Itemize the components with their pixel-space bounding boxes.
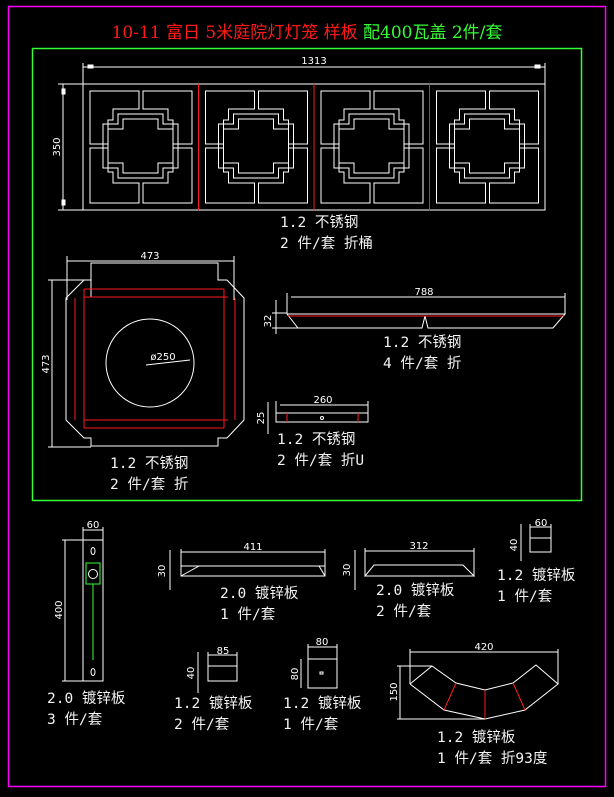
center-hole [105,318,195,408]
trap312-label: 2.0 镀锌板 2 件/套 [376,581,454,623]
dim-strip-height: 32 [263,315,274,328]
trap411-label: 2.0 镀锌板 1 件/套 [220,584,298,626]
strip-label: 1.2 不锈钢 4 件/套 折 [383,333,461,375]
dim-panel-height: 350 [52,137,63,156]
dim-bracket-height: 400 [54,600,65,619]
panel-label: 1.2 不锈钢 2 件/套 折桶 [280,213,373,255]
panel-qty: 2 件/套 折桶 [280,236,373,252]
ustrip-label: 1.2 不锈钢 2 件/套 折U [277,430,364,472]
dim-cap-height: 473 [41,354,52,373]
dim-trap411-width: 411 [243,542,262,553]
trap312-material: 2.0 镀锌板 [376,583,455,599]
outer-frame [7,5,607,788]
lattice-cell [436,90,539,204]
dim-cap-hole: ø250 [150,352,175,363]
long-strip [272,293,567,334]
square80-qty: 1 件/套 [283,717,339,733]
dim-plate60-width: 60 [535,518,548,529]
strip-qty: 4 件/套 折 [383,356,462,372]
strip-material: 1.2 不锈钢 [383,335,462,351]
dim-ustrip-height: 25 [256,412,267,425]
panel-material: 1.2 不锈钢 [280,215,359,231]
lattice-cell [320,90,424,204]
cap-qty: 2 件/套 折 [110,477,189,493]
lattice-cell [205,90,308,204]
square-plate-80 [300,644,338,689]
bracket-qty: 3 件/套 [47,712,103,728]
small-plate-85 [197,652,238,693]
lattice-cell [89,90,193,204]
dim-square80-height: 80 [290,668,301,681]
dim-plate85-width: 85 [217,646,230,657]
bracket-material: 2.0 镀锌板 [47,691,126,707]
square80-material: 1.2 镀锌板 [283,696,362,712]
trapezoid-411 [169,549,326,590]
fan-material: 1.2 镀锌板 [437,730,516,746]
fan-plate [397,649,559,720]
lattice-panel [58,63,546,211]
cap-material: 1.2 不锈钢 [110,456,189,472]
dim-plate85-height: 40 [186,667,197,680]
ustrip-material: 1.2 不锈钢 [277,432,356,448]
dim-fan-width: 420 [474,642,493,653]
plate85-material: 1.2 镀锌板 [174,696,253,712]
dim-trap411-height: 30 [157,565,168,578]
drawing-title: 10-11 富日 5米庭院灯灯笼 样板 配400瓦盖 2件/套 [0,18,614,43]
bracket-label: 2.0 镀锌板 3 件/套 [47,689,125,731]
dim-cap-width: 473 [140,251,159,262]
dim-plate60-height: 40 [509,539,520,552]
dim-strip-width: 788 [414,287,433,298]
u-strip [267,401,369,434]
trapezoid-312 [354,548,476,590]
inner-frame [31,47,583,502]
dim-trap312-height: 30 [342,564,353,577]
dim-panel-width: 1313 [301,56,326,67]
dim-trap312-width: 312 [409,541,428,552]
title-spec: 配400瓦盖 2件/套 [363,23,503,43]
plate85-qty: 2 件/套 [174,717,230,733]
title-project: 10-11 富日 5米庭院灯灯笼 样板 [111,23,358,43]
dim-ustrip-width: 260 [313,395,332,406]
trap312-qty: 2 件/套 [376,604,432,620]
small-plate-60 [520,524,552,561]
square80-label: 1.2 镀锌板 1 件/套 [283,694,361,736]
fan-qty: 1 件/套 折93度 [437,751,548,767]
ustrip-qty: 2 件/套 折U [277,453,365,469]
dim-fan-height: 150 [389,682,400,701]
fan-label: 1.2 镀锌板 1 件/套 折93度 [437,728,547,770]
dim-bracket-width: 60 [87,520,100,531]
cap-square [48,256,245,448]
trap411-material: 2.0 镀锌板 [220,586,299,602]
plate60-label: 1.2 镀锌板 1 件/套 [497,566,575,608]
trap411-qty: 1 件/套 [220,607,276,623]
dim-square80-width: 80 [316,637,329,648]
bracket-plate [62,527,104,682]
plate60-material: 1.2 镀锌板 [497,568,576,584]
cap-label: 1.2 不锈钢 2 件/套 折 [110,454,188,496]
plate85-label: 1.2 镀锌板 2 件/套 [174,694,252,736]
plate60-qty: 1 件/套 [497,589,553,605]
